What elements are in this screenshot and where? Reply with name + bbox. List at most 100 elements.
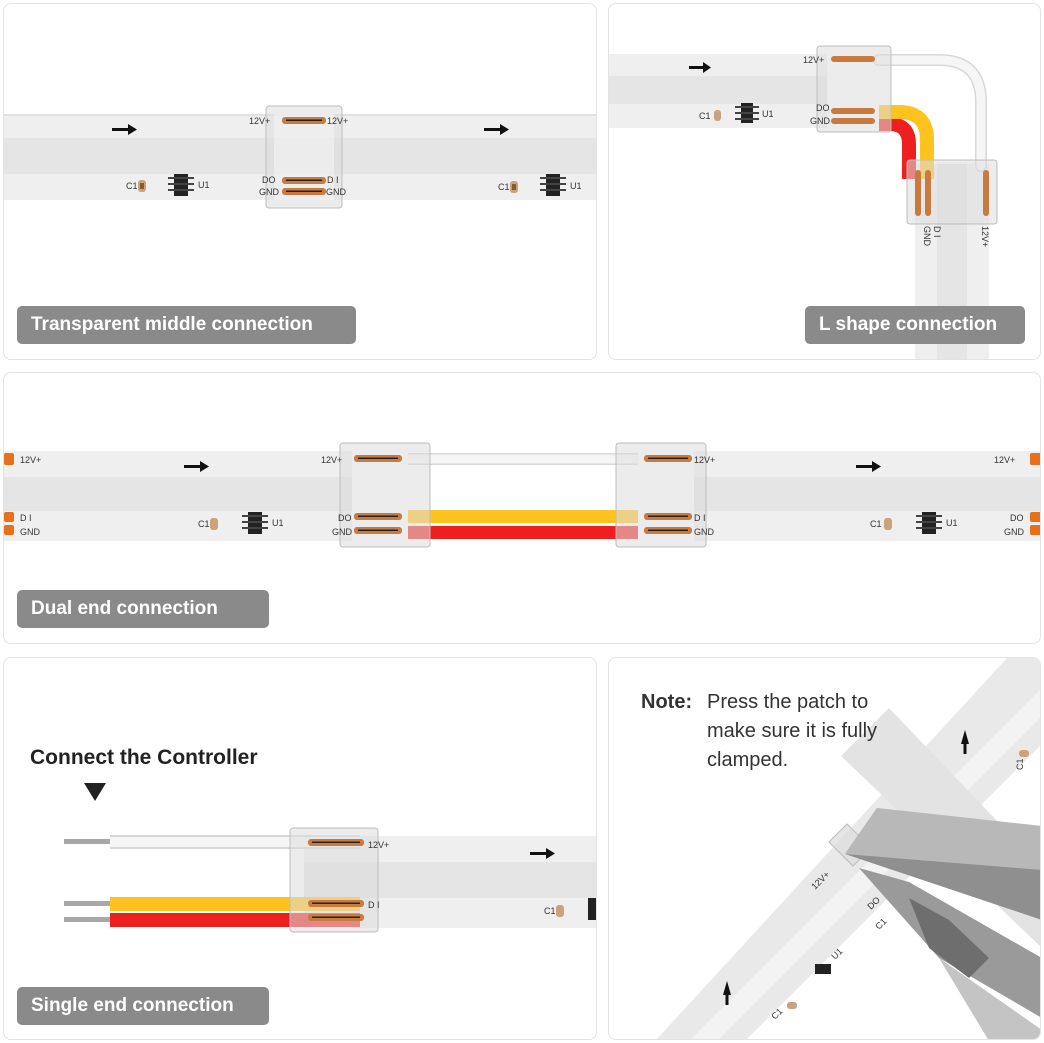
transparent-connector [265,105,343,209]
do-label: DO [338,513,352,523]
chip-icon [735,103,759,123]
orange-tab [4,525,14,535]
do-label: DO [816,103,830,113]
panel-transparent-middle: C1 U1 C1 U1 12V+ 12V+ DO D I GND GND Tra… [3,3,597,360]
direction-arrow-icon [961,730,969,754]
transparent-connector [906,159,998,225]
di-label: D I [932,226,942,238]
c1-label: C1 [198,519,210,529]
stripped-wire-tip [64,901,112,906]
gnd-label: GND [1004,527,1025,537]
do-label: DO [262,175,276,185]
v12-label: 12V+ [368,840,389,850]
gnd-label: GND [332,527,353,537]
chip-icon [242,512,268,534]
gnd-label: GND [694,527,715,537]
capacitor-icon [510,181,518,193]
c1-label: C1 [498,182,510,192]
orange-tab [1030,512,1040,522]
capacitor-icon [884,518,892,530]
stripped-wire-tip [64,839,112,844]
strip-diffuser-band [694,477,1040,511]
do-label: DO [1010,513,1024,523]
pliers-icon [845,808,1040,1039]
clamp-diagram: C1 12V+ DO C1 U1 C1 [656,658,1040,1039]
transparent-connector [289,827,379,933]
capacitor-icon [714,110,721,121]
chip-icon [916,512,942,534]
capacitor-icon [787,1002,797,1009]
v12-label: 12V+ [803,55,824,65]
yellow-wire [408,510,638,523]
capacitor-icon [210,518,218,530]
direction-arrow-icon [530,848,555,859]
c1-label: C1 [873,916,888,931]
di-label: D I [327,175,339,185]
v12-label: 12V+ [327,116,348,126]
gnd-label: GND [259,187,280,197]
transparent-middle-diagram: C1 U1 C1 U1 12V+ 12V+ DO D I GND GND [4,105,596,209]
caption-single-end: Single end connection [17,987,269,1025]
v12-label: 12V+ [20,455,41,465]
dual-end-diagram: 12V+ D I GND C1 U1 C1 U1 12V+ DO GND 12V… [4,442,1040,548]
chip-icon [588,898,596,920]
di-label: D I [694,513,706,523]
direction-arrow-icon [689,62,711,73]
capacitor-icon [138,180,146,192]
stripped-wire-tip [64,917,112,922]
caption-dual-end: Dual end connection [17,590,269,628]
white-wire [874,55,986,171]
red-wire [408,526,638,539]
c1-label: C1 [1015,758,1025,770]
v12-label: 12V+ [694,455,715,465]
v12-label: 12V+ [980,226,990,247]
v12-label: 12V+ [994,455,1015,465]
c1-label: C1 [544,906,556,916]
c1-label: C1 [699,111,711,121]
capacitor-icon [556,905,564,917]
capacitor-icon [1019,750,1029,757]
down-triangle-icon [84,783,106,801]
l-shape-diagram: C1 U1 12V+ DO GND GND D I 12V+ [609,45,998,359]
panel-l-shape: C1 U1 12V+ DO GND GND D I 12V+ L shape c… [608,3,1041,360]
u1-label: U1 [762,109,774,119]
direction-arrow-icon [484,124,509,135]
direction-arrow-icon [856,461,881,472]
orange-tab [1030,453,1040,465]
strip-diffuser-band [609,76,827,104]
direction-arrow-icon [723,981,731,1005]
controller-title: Connect the Controller [30,746,258,769]
caption-l-shape: L shape connection [805,306,1025,344]
chip-icon [815,964,831,974]
panel-dual-end: 12V+ D I GND C1 U1 C1 U1 12V+ DO GND 12V… [3,372,1041,644]
u1-label: U1 [198,180,210,190]
panel-clamp-note: C1 12V+ DO C1 U1 C1 Note: Press the patc… [608,657,1041,1040]
transparent-connector [816,45,892,133]
u1-label: U1 [272,518,284,528]
gnd-label: GND [20,527,41,537]
orange-tab [4,512,14,522]
transparent-connector [339,442,431,548]
u1-label: U1 [946,518,958,528]
v12-label: 12V+ [321,455,342,465]
orange-tab [4,453,14,465]
c1-label: C1 [126,181,138,191]
single-end-diagram: C1 12V+ D I [64,827,596,933]
gnd-label: GND [810,116,831,126]
yellow-wire [879,105,934,179]
gnd-label: GND [922,226,932,247]
gnd-label: GND [326,187,347,197]
orange-tab [1030,525,1040,535]
strip-diffuser-band [4,477,352,511]
di-label: D I [368,900,380,910]
transparent-connector [615,442,707,548]
white-wire [408,454,638,464]
u1-label: U1 [570,181,582,191]
direction-arrow-icon [112,124,137,135]
c1-label: C1 [870,519,882,529]
chip-icon [168,174,194,196]
panel-single-end: C1 12V+ D I Connect the Controller Singl… [3,657,597,1040]
caption-transparent-middle: Transparent middle connection [17,306,356,344]
white-wire [110,837,360,847]
direction-arrow-icon [184,461,209,472]
